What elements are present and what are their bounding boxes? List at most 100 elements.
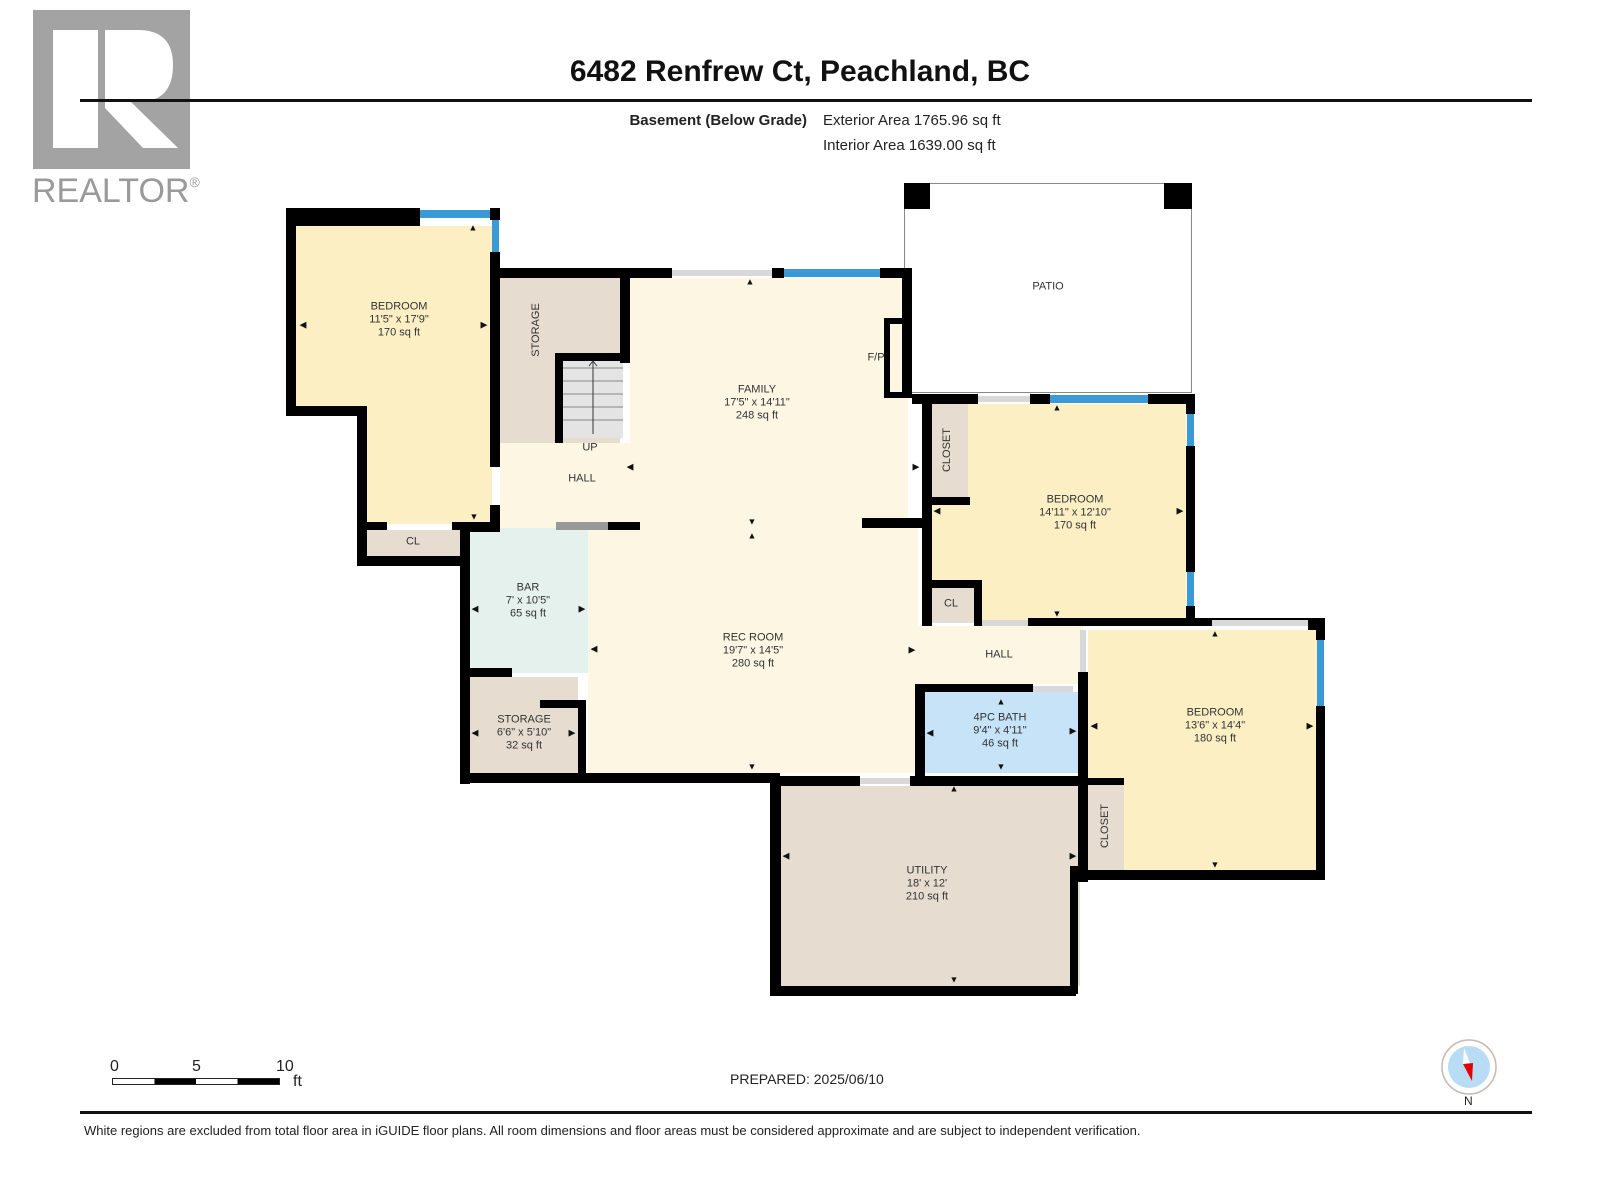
dimension-arrow-icon: ▲ — [1052, 402, 1062, 413]
sliding-door — [672, 270, 772, 276]
patio-outline — [904, 183, 1192, 393]
dimension-arrow-icon: ◀ — [926, 727, 934, 738]
door — [1080, 630, 1086, 672]
wall — [1078, 870, 1325, 880]
wall — [470, 668, 512, 677]
bedroom1-fill-lower — [367, 400, 492, 524]
wall — [555, 353, 563, 443]
dimension-arrow-icon: ▲ — [745, 276, 755, 287]
wall — [620, 268, 630, 363]
door — [860, 778, 910, 784]
window — [492, 220, 499, 252]
fireplace-label: F/P — [867, 351, 885, 364]
dimension-arrow-icon: ▶ — [1176, 505, 1184, 516]
dimension-arrow-icon: ▼ — [469, 511, 479, 522]
wall — [922, 394, 932, 626]
wall — [460, 773, 780, 783]
wall — [357, 556, 462, 566]
bar-fill — [470, 528, 588, 673]
wall — [1316, 618, 1325, 640]
dimension-arrow-icon: ▶ — [1069, 850, 1077, 861]
dimension-arrow-icon: ▶ — [568, 727, 576, 738]
level-label: Basement (Below Grade) — [629, 112, 807, 129]
realtor-wordmark: REALTOR® — [32, 172, 200, 210]
wall — [915, 684, 1033, 692]
family-fill — [630, 278, 908, 528]
room-label-closet2: CLOSET — [941, 427, 953, 473]
header-rule — [80, 99, 1532, 102]
wall — [578, 700, 586, 780]
window — [1050, 395, 1148, 403]
dimension-arrow-icon: ▼ — [1052, 608, 1062, 619]
wall — [770, 776, 860, 786]
exterior-area: Exterior Area 1765.96 sq ft — [823, 112, 1001, 129]
door — [978, 396, 1030, 402]
wall — [1148, 394, 1194, 404]
dimension-arrow-icon: ▲ — [1210, 628, 1220, 639]
wall — [357, 406, 367, 566]
utility-fill — [781, 786, 1080, 986]
wall — [932, 497, 970, 505]
wall — [770, 776, 781, 996]
stairs-up-label: UP — [582, 441, 598, 454]
dimension-arrow-icon: ◀ — [933, 505, 941, 516]
patio-post — [1164, 183, 1192, 209]
dimension-arrow-icon: ▼ — [1210, 859, 1220, 870]
scale-tick-10: 10 — [276, 1058, 294, 1075]
dimension-arrow-icon: ◀ — [782, 850, 790, 861]
wall — [286, 208, 296, 416]
wall — [932, 580, 980, 588]
wall — [555, 353, 630, 361]
wall — [286, 208, 420, 226]
bath-fill — [925, 692, 1080, 773]
room-label-closet3: CLOSET — [1099, 803, 1111, 849]
dimension-arrow-icon: ◀ — [1090, 720, 1098, 731]
dimension-arrow-icon: ◀ — [590, 643, 598, 654]
fireplace-wall — [884, 318, 890, 396]
wall — [1078, 778, 1124, 785]
scale-tick-0: 0 — [110, 1058, 119, 1075]
interior-area: Interior Area 1639.00 sq ft — [823, 137, 996, 154]
closet2-fill-top — [932, 404, 968, 499]
dimension-arrow-icon: ▼ — [949, 974, 959, 985]
wall — [880, 268, 910, 278]
hall2-fill — [918, 626, 1083, 684]
patio-post — [904, 183, 930, 209]
footer-rule — [80, 1111, 1532, 1114]
compass: N — [1440, 1038, 1498, 1108]
scale-unit: ft — [293, 1073, 302, 1090]
bedroom1-fill — [296, 226, 492, 406]
cl2-fill — [932, 587, 974, 623]
door — [982, 620, 1028, 626]
wall — [1186, 446, 1195, 572]
dimension-arrow-icon: ▼ — [996, 761, 1006, 772]
window — [1187, 414, 1194, 446]
dimension-arrow-icon: ▼ — [747, 761, 757, 772]
wall — [1186, 606, 1195, 626]
wall — [1186, 394, 1195, 414]
compass-north-label: N — [1464, 1094, 1473, 1108]
wall — [460, 522, 500, 532]
dimension-arrow-icon: ▶ — [1306, 720, 1314, 731]
dimension-arrow-icon: ▲ — [468, 222, 478, 233]
wall — [974, 580, 982, 626]
wall — [490, 268, 672, 278]
dimension-arrow-icon: ▲ — [747, 530, 757, 541]
dimension-arrow-icon: ◀ — [626, 461, 634, 472]
room-label-cl1: CL — [405, 535, 421, 548]
dimension-arrow-icon: ▶ — [908, 644, 916, 655]
wall — [862, 518, 926, 528]
wall — [286, 406, 367, 416]
wall — [770, 986, 1076, 996]
wall — [540, 700, 586, 708]
wall — [1070, 866, 1078, 994]
dimension-arrow-icon: ◀ — [471, 603, 479, 614]
wall — [1316, 706, 1325, 880]
